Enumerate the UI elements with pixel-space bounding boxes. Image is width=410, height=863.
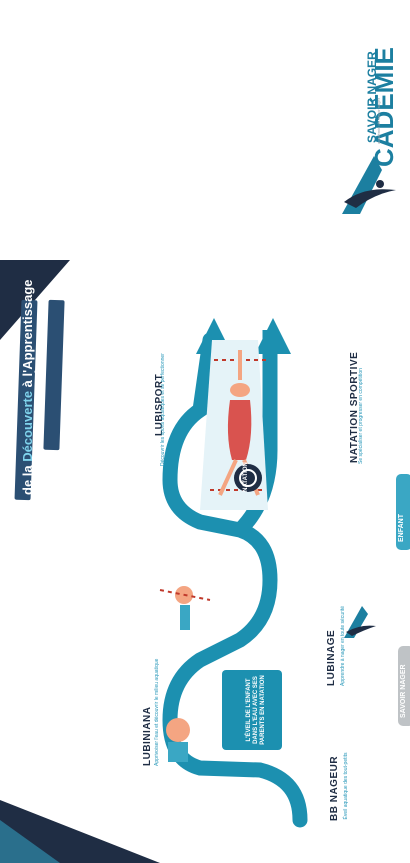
infographic-background [0, 260, 308, 863]
stage-bb-nageur-desc: Éveil aquatique des tout-petits [343, 752, 349, 820]
stage-bb-nageur-label: BB NAGEUR [329, 755, 340, 821]
age-note: L'ÉVEIL DE L'ENFANT DANS L'EAU AVEC SES … [246, 675, 266, 745]
savoir-nager-badge: SAVOIR NAGER [398, 646, 410, 726]
logo-tagline: académie du savoir nager [376, 97, 381, 144]
logo: CADÉMIE du SAVOIR NAGER académie du savo… [330, 0, 410, 220]
stage-natation-sportive-desc: Se spécialiser et progresser en compétit… [358, 368, 364, 464]
natation-badge-text: NATATION [243, 462, 249, 492]
title-line-2: du « Savoir nager » [32, 315, 47, 435]
infographic-panel: de la Découverte à l'Apprentissage du « … [0, 260, 410, 863]
stage-lubiniana-label: LUBINIANA [142, 706, 153, 767]
logo-a-mark-icon [342, 156, 396, 214]
stage-lubisport-desc: Découvrir les sports aquatiques et se pe… [160, 353, 166, 466]
footer-logo-icon [344, 606, 376, 638]
enfant-badge: ENFANT [396, 474, 410, 550]
title-prefix: de la [20, 461, 35, 495]
stage-lubiniana-desc: Apprivoiser l'eau et découvrir le milieu… [154, 658, 160, 766]
stage-lubinage-label: LUBINAGE [326, 629, 337, 686]
